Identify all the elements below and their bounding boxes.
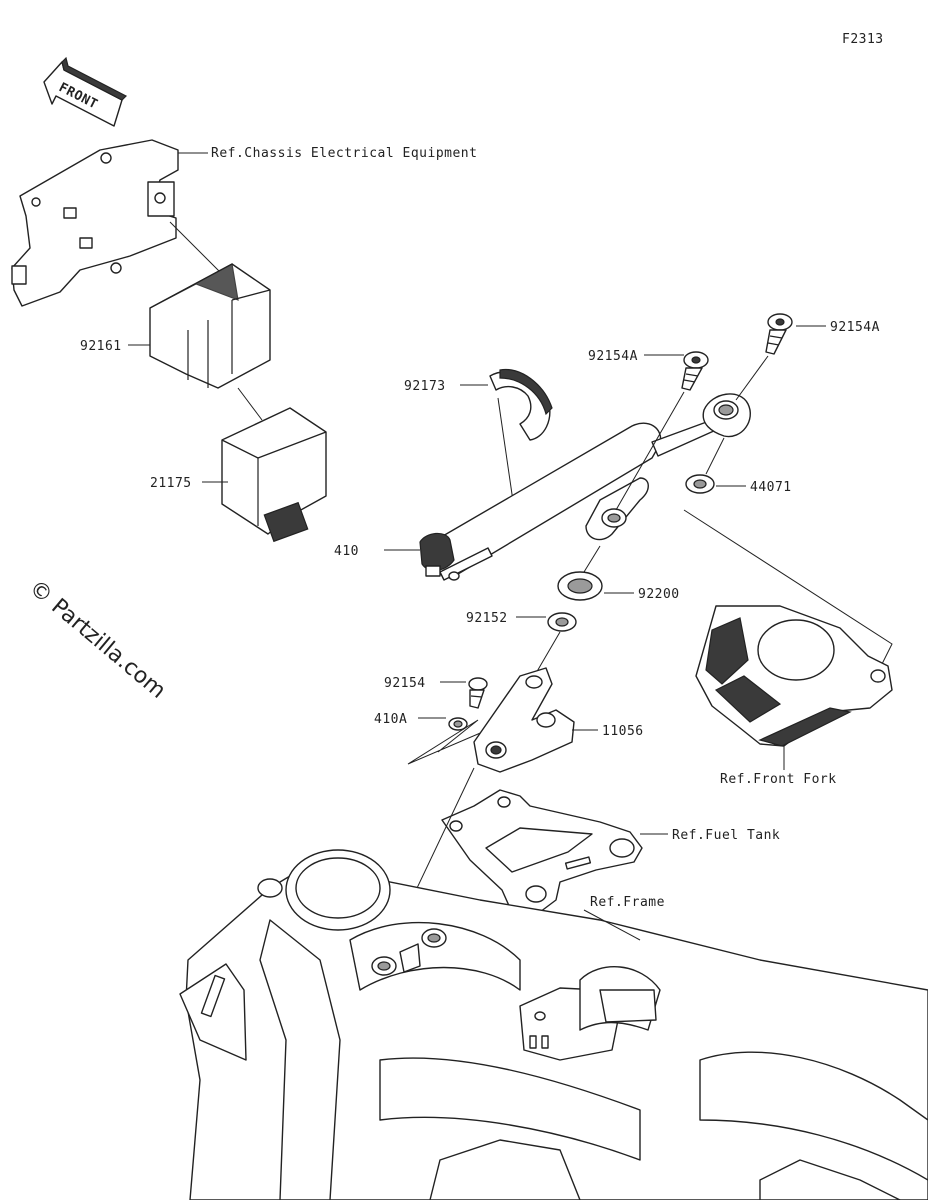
part-11056 [473,667,575,773]
part-92152 [547,612,577,632]
label-92173: 92173 [404,379,446,394]
front-arrow-icon: FRONT [43,56,128,127]
watermark: © Partzilla.com [24,575,170,703]
label-ref-chassis: Ref.Chassis Electrical Equipment [211,146,477,161]
label-21175: 21175 [150,476,192,491]
label-410: 44071 [750,480,792,495]
part-21175 [221,407,327,543]
part-92173 [489,368,553,441]
part-92154 [468,677,488,709]
label-92161: 92161 [80,339,122,354]
label-92200: 92200 [638,587,680,602]
part-92200 [557,571,603,601]
label-410A: 410A [374,712,407,727]
figure-code: F2313 [842,32,884,47]
label-ref-fuel-tank: Ref.Fuel Tank [672,828,780,843]
fuel-tank-part [441,789,643,913]
frame-part [179,849,928,1200]
front-fork-part [695,605,893,747]
part-92154A-left [681,351,709,391]
part-44071 [419,393,751,581]
part-410A [448,717,468,731]
label-11056: 11056 [602,724,644,739]
label-ref-front-fork: Ref.Front Fork [720,772,837,787]
label-92154: 92154 [384,676,426,691]
label-ref-frame: Ref.Frame [590,895,665,910]
label-44071: 410 [334,544,359,559]
chassis-bracket-part [11,139,179,307]
label-92154A-right: 92154A [830,320,880,335]
part-92161 [149,263,271,389]
part-410 [685,474,715,494]
label-92154A-left: 92154A [588,349,638,364]
label-92152: 92152 [466,611,508,626]
part-92154A-right [765,313,793,355]
